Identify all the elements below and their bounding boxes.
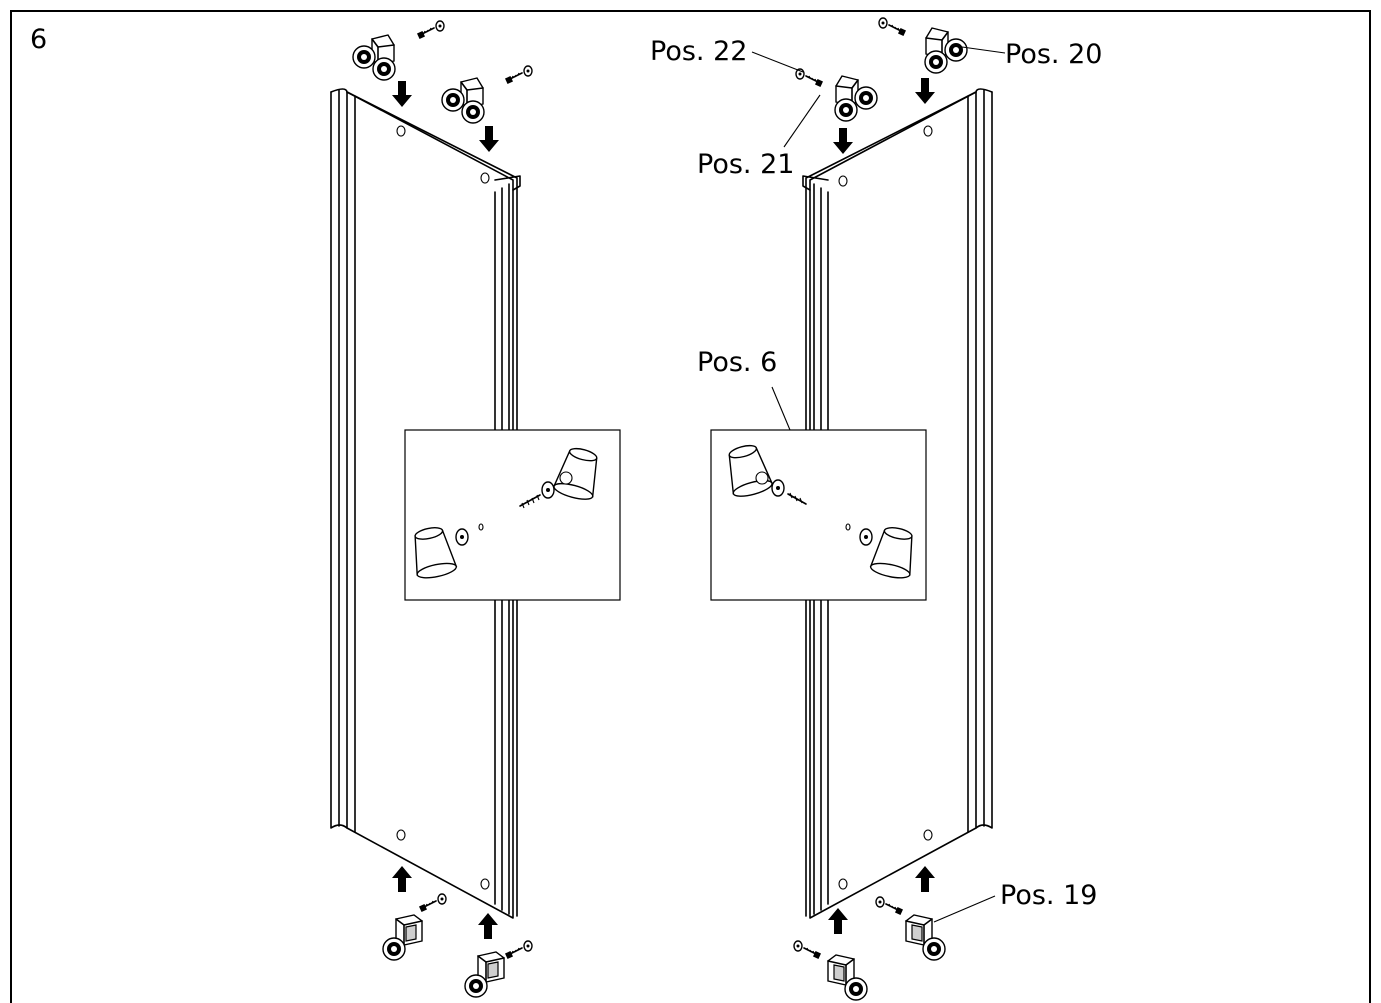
label-pos-20: Pos. 20 (1005, 39, 1103, 70)
label-pos-22: Pos. 22 (650, 36, 748, 67)
roller-top-left-2 (441, 65, 533, 152)
detail-box-right (710, 429, 927, 601)
guide-bottom-left-2 (464, 913, 533, 998)
step-number: 6 (30, 24, 48, 55)
label-pos-19: Pos. 19 (1000, 880, 1098, 911)
guide-bottom-right-1 (875, 866, 946, 961)
label-pos-21: Pos. 21 (697, 149, 795, 180)
guide-bottom-left-1 (382, 866, 447, 961)
figure-frame (10, 10, 1371, 1003)
guide-bottom-right-2 (793, 908, 868, 1001)
roller-top-right-1 (878, 17, 968, 104)
label-pos-6: Pos. 6 (697, 347, 778, 378)
roller-top-left-1 (352, 20, 445, 107)
leader-lines (751, 45, 1006, 923)
detail-box-left (404, 429, 621, 601)
